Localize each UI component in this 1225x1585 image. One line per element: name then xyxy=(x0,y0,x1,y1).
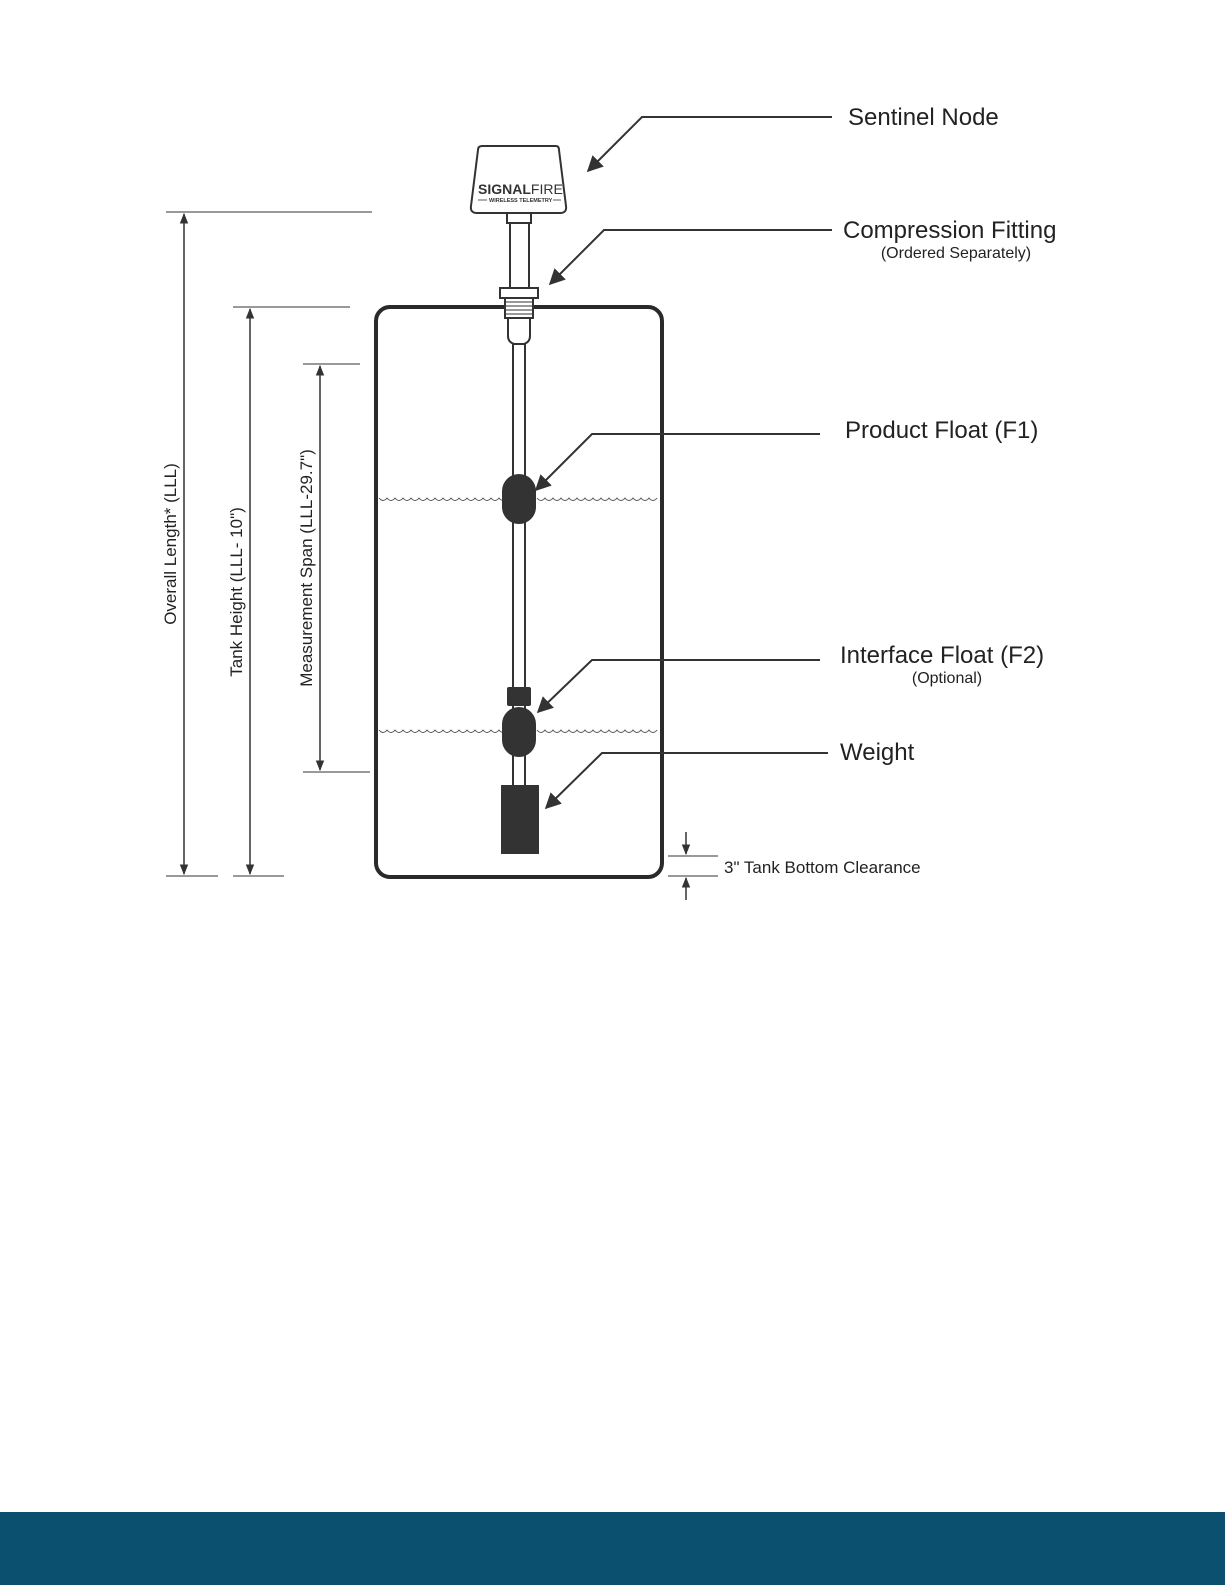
compression-fitting xyxy=(500,288,538,318)
label-product-float: Product Float (F1) xyxy=(845,417,1038,444)
probe-upper-stem xyxy=(510,222,529,290)
tank-level-sensor-diagram: SIGNALFIRE WIRELESS TELEMETRY Sentinel N… xyxy=(0,0,1225,1512)
interface-float-leader xyxy=(538,660,820,712)
label-bottom-clearance: 3" Tank Bottom Clearance xyxy=(724,858,921,877)
compression-fitting-leader xyxy=(550,230,832,284)
bottom-clearance-dimension xyxy=(668,832,718,900)
label-overall-length: Overall Length* (LLL) xyxy=(161,463,180,625)
interface-float-collar xyxy=(507,687,531,706)
svg-text:SIGNALFIRE: SIGNALFIRE xyxy=(478,181,563,197)
weight-leader xyxy=(546,753,828,808)
signalfire-logo: SIGNALFIRE WIRELESS TELEMETRY xyxy=(478,181,563,204)
sentinel-node-leader xyxy=(588,117,832,171)
probe-tip-taper xyxy=(508,318,530,344)
label-interface-float: Interface Float (F2) xyxy=(840,642,1044,669)
label-weight: Weight xyxy=(840,739,915,766)
label-interface-float-note: (Optional) xyxy=(912,670,982,687)
product-float-leader xyxy=(536,434,820,490)
svg-text:WIRELESS TELEMETRY: WIRELESS TELEMETRY xyxy=(489,198,553,204)
label-compression-fitting: Compression Fitting xyxy=(843,217,1056,244)
label-sentinel-node: Sentinel Node xyxy=(848,104,999,131)
label-tank-height: Tank Height (LLL- 10") xyxy=(227,507,246,677)
weight-block xyxy=(501,785,539,854)
label-compression-fitting-note: (Ordered Separately) xyxy=(881,245,1031,262)
label-measurement-span: Measurement Span (LLL-29.7") xyxy=(297,449,316,687)
overall-length-dimension xyxy=(166,212,372,876)
tank-height-dimension xyxy=(233,307,350,876)
interface-float xyxy=(502,707,536,757)
footer-band xyxy=(0,1512,1225,1585)
product-float xyxy=(502,474,536,524)
